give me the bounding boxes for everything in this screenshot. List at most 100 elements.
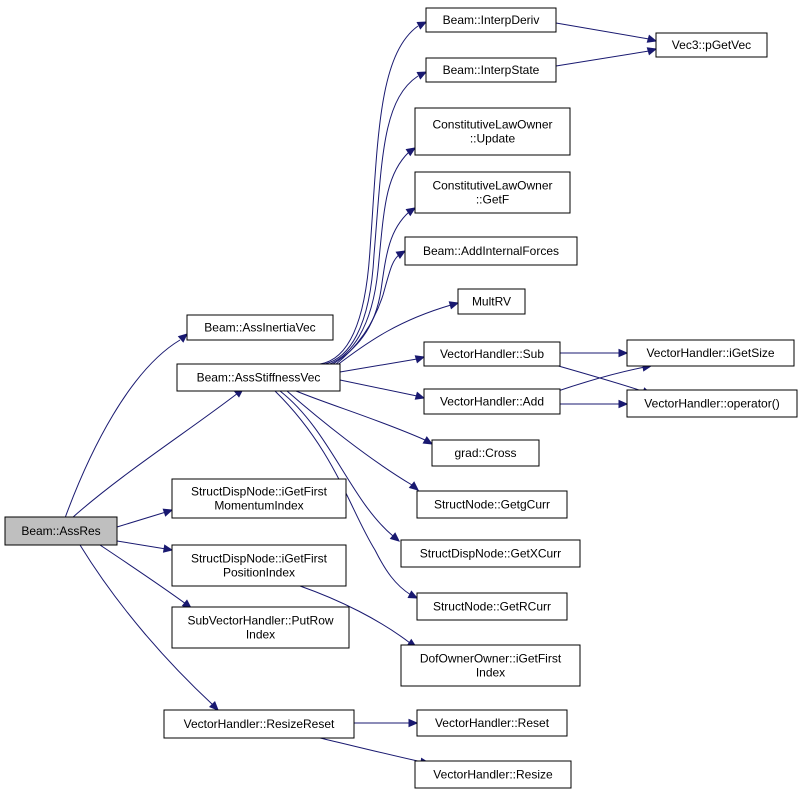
arrowhead-sdn_momentum (162, 508, 174, 517)
node-label: PositionIndex (223, 566, 295, 580)
node-label: Vec3::pGetVec (672, 38, 751, 52)
arrowhead-interp_state (416, 71, 428, 80)
node-label: ConstitutiveLawOwner (432, 118, 552, 132)
node-ass-stiffness-vec[interactable]: Beam::AssStiffnessVec (176, 363, 341, 392)
edge-ass_stiffness_vec-to-interp_state (324, 75, 419, 365)
node-box (425, 57, 557, 83)
node-vh-operator[interactable]: VectorHandler::operator() (626, 389, 798, 418)
arrowhead-vh_iget_size (618, 348, 629, 358)
edge-interp_state-to-p_get_vec (555, 50, 650, 67)
arrowhead-ass_inertia_vec (177, 333, 188, 343)
edge-ass_stiffness_vec-to-grad_cross (295, 390, 426, 441)
node-label: Beam::InterpDeriv (443, 13, 540, 27)
node-vh-reset[interactable]: VectorHandler::Reset (416, 709, 568, 737)
node-label: VectorHandler::operator() (644, 397, 779, 411)
arrowhead-mult_rv (448, 301, 460, 310)
node-label: VectorHandler::Add (440, 395, 544, 409)
node-box (400, 539, 581, 568)
node-label: VectorHandler::ResizeReset (184, 717, 335, 731)
edge-ass_res-to-ass_inertia_vec (64, 339, 181, 519)
node-interp-state[interactable]: Beam::InterpState (425, 57, 557, 83)
arrowhead-p_get_vec (646, 34, 658, 43)
node-clo-getf[interactable]: ConstitutiveLawOwner::GetF (414, 171, 571, 214)
node-box (176, 363, 341, 392)
node-label: SubVectorHandler::PutRow (187, 614, 333, 628)
edge-ass_stiffness_vec-to-add_internal_forces (334, 253, 401, 366)
node-label: StructDispNode::GetXCurr (420, 547, 561, 561)
node-mult-rv[interactable]: MultRV (457, 288, 526, 315)
node-vh-resize-reset[interactable]: VectorHandler::ResizeReset (163, 709, 355, 739)
node-box (414, 107, 571, 156)
node-box (404, 236, 578, 266)
edge-ass_stiffness_vec-to-mult_rv (335, 304, 452, 367)
node-box (416, 709, 568, 737)
node-box (171, 606, 350, 649)
node-label: ::Update (470, 132, 516, 146)
arrowhead-sdn_get_xcurr (389, 532, 400, 542)
edge-ass_stiffness_vec-to-vh_add (339, 379, 418, 397)
node-interp-deriv[interactable]: Beam::InterpDeriv (425, 7, 557, 33)
arrowhead-vh_add (414, 391, 426, 400)
node-sn-get-rcurr[interactable]: StructNode::GetRCurr (416, 592, 568, 621)
node-label: VectorHandler::Sub (440, 347, 544, 361)
node-box (414, 760, 572, 789)
node-vh-iget-size[interactable]: VectorHandler::iGetSize (626, 339, 795, 367)
node-label: StructNode::GetgCurr (434, 498, 550, 512)
node-vh-add[interactable]: VectorHandler::Add (423, 388, 561, 415)
node-box (423, 341, 561, 367)
edge-ass_stiffness_vec-to-interp_deriv (319, 25, 419, 365)
node-label: StructNode::GetRCurr (433, 600, 551, 614)
arrowhead-sn_get_rcurr (407, 590, 419, 599)
edge-ass_stiffness_vec-to-clo_update (329, 151, 410, 365)
arrowhead-add_internal_forces (395, 250, 407, 260)
node-vh-resize[interactable]: VectorHandler::Resize (414, 760, 572, 789)
edge-vh_add-to-vh_iget_size (554, 366, 646, 393)
node-grad-cross[interactable]: grad::Cross (431, 439, 540, 467)
arrowhead-sdn_position (162, 544, 174, 553)
arrowhead-sn_get_gcurr (408, 481, 419, 491)
node-add-internal-forces[interactable]: Beam::AddInternalForces (404, 236, 578, 266)
node-sn-get-gcurr[interactable]: StructNode::GetgCurr (416, 490, 568, 519)
node-label: Index (246, 628, 275, 642)
node-box (416, 490, 568, 519)
node-label: ConstitutiveLawOwner (432, 179, 552, 193)
edge-vh_resize_reset-to-vh_resize (319, 737, 423, 763)
node-label: Beam::AssInertiaVec (204, 321, 315, 335)
node-label: ::GetF (476, 193, 509, 207)
node-box (423, 388, 561, 415)
edge-ass_stiffness_vec-to-vh_sub (339, 358, 418, 373)
arrowhead-grad_cross (422, 436, 434, 445)
node-sdn-get-xcurr[interactable]: StructDispNode::GetXCurr (400, 539, 581, 568)
edge-interp_deriv-to-p_get_vec (555, 22, 650, 40)
edge-ass_stiffness_vec-to-sn_get_gcurr (286, 390, 413, 486)
node-label: VectorHandler::Reset (435, 716, 550, 730)
node-box (626, 389, 798, 418)
edge-ass_stiffness_vec-to-sdn_get_xcurr (279, 390, 394, 537)
node-box (414, 171, 571, 214)
edge-sdn_position-to-doo_first_index (299, 585, 411, 644)
edge-ass_res-to-svh_put_row (99, 544, 187, 605)
node-label: Beam::AssRes (21, 524, 100, 538)
node-label: MomentumIndex (214, 499, 303, 513)
edge-ass_res-to-sdn_momentum (116, 511, 167, 528)
edge-ass_stiffness_vec-to-sn_get_rcurr (274, 390, 412, 596)
edge-ass_res-to-ass_stiffness_vec (71, 392, 239, 519)
node-clo-update[interactable]: ConstitutiveLawOwner::Update (414, 107, 571, 156)
node-box (416, 592, 568, 621)
arrowhead-vh_reset (408, 718, 419, 728)
node-ass-inertia-vec[interactable]: Beam::AssInertiaVec (186, 314, 334, 341)
node-ass-res[interactable]: Beam::AssRes (4, 516, 118, 546)
arrowhead-interp_deriv (416, 21, 428, 30)
arrowhead-clo_getf (405, 207, 417, 217)
node-label: Beam::AssStiffnessVec (197, 371, 321, 385)
node-vh-sub[interactable]: VectorHandler::Sub (423, 341, 561, 367)
node-box (457, 288, 526, 315)
node-p-get-vec[interactable]: Vec3::pGetVec (655, 32, 768, 58)
edges (64, 21, 658, 767)
node-box (400, 644, 581, 687)
